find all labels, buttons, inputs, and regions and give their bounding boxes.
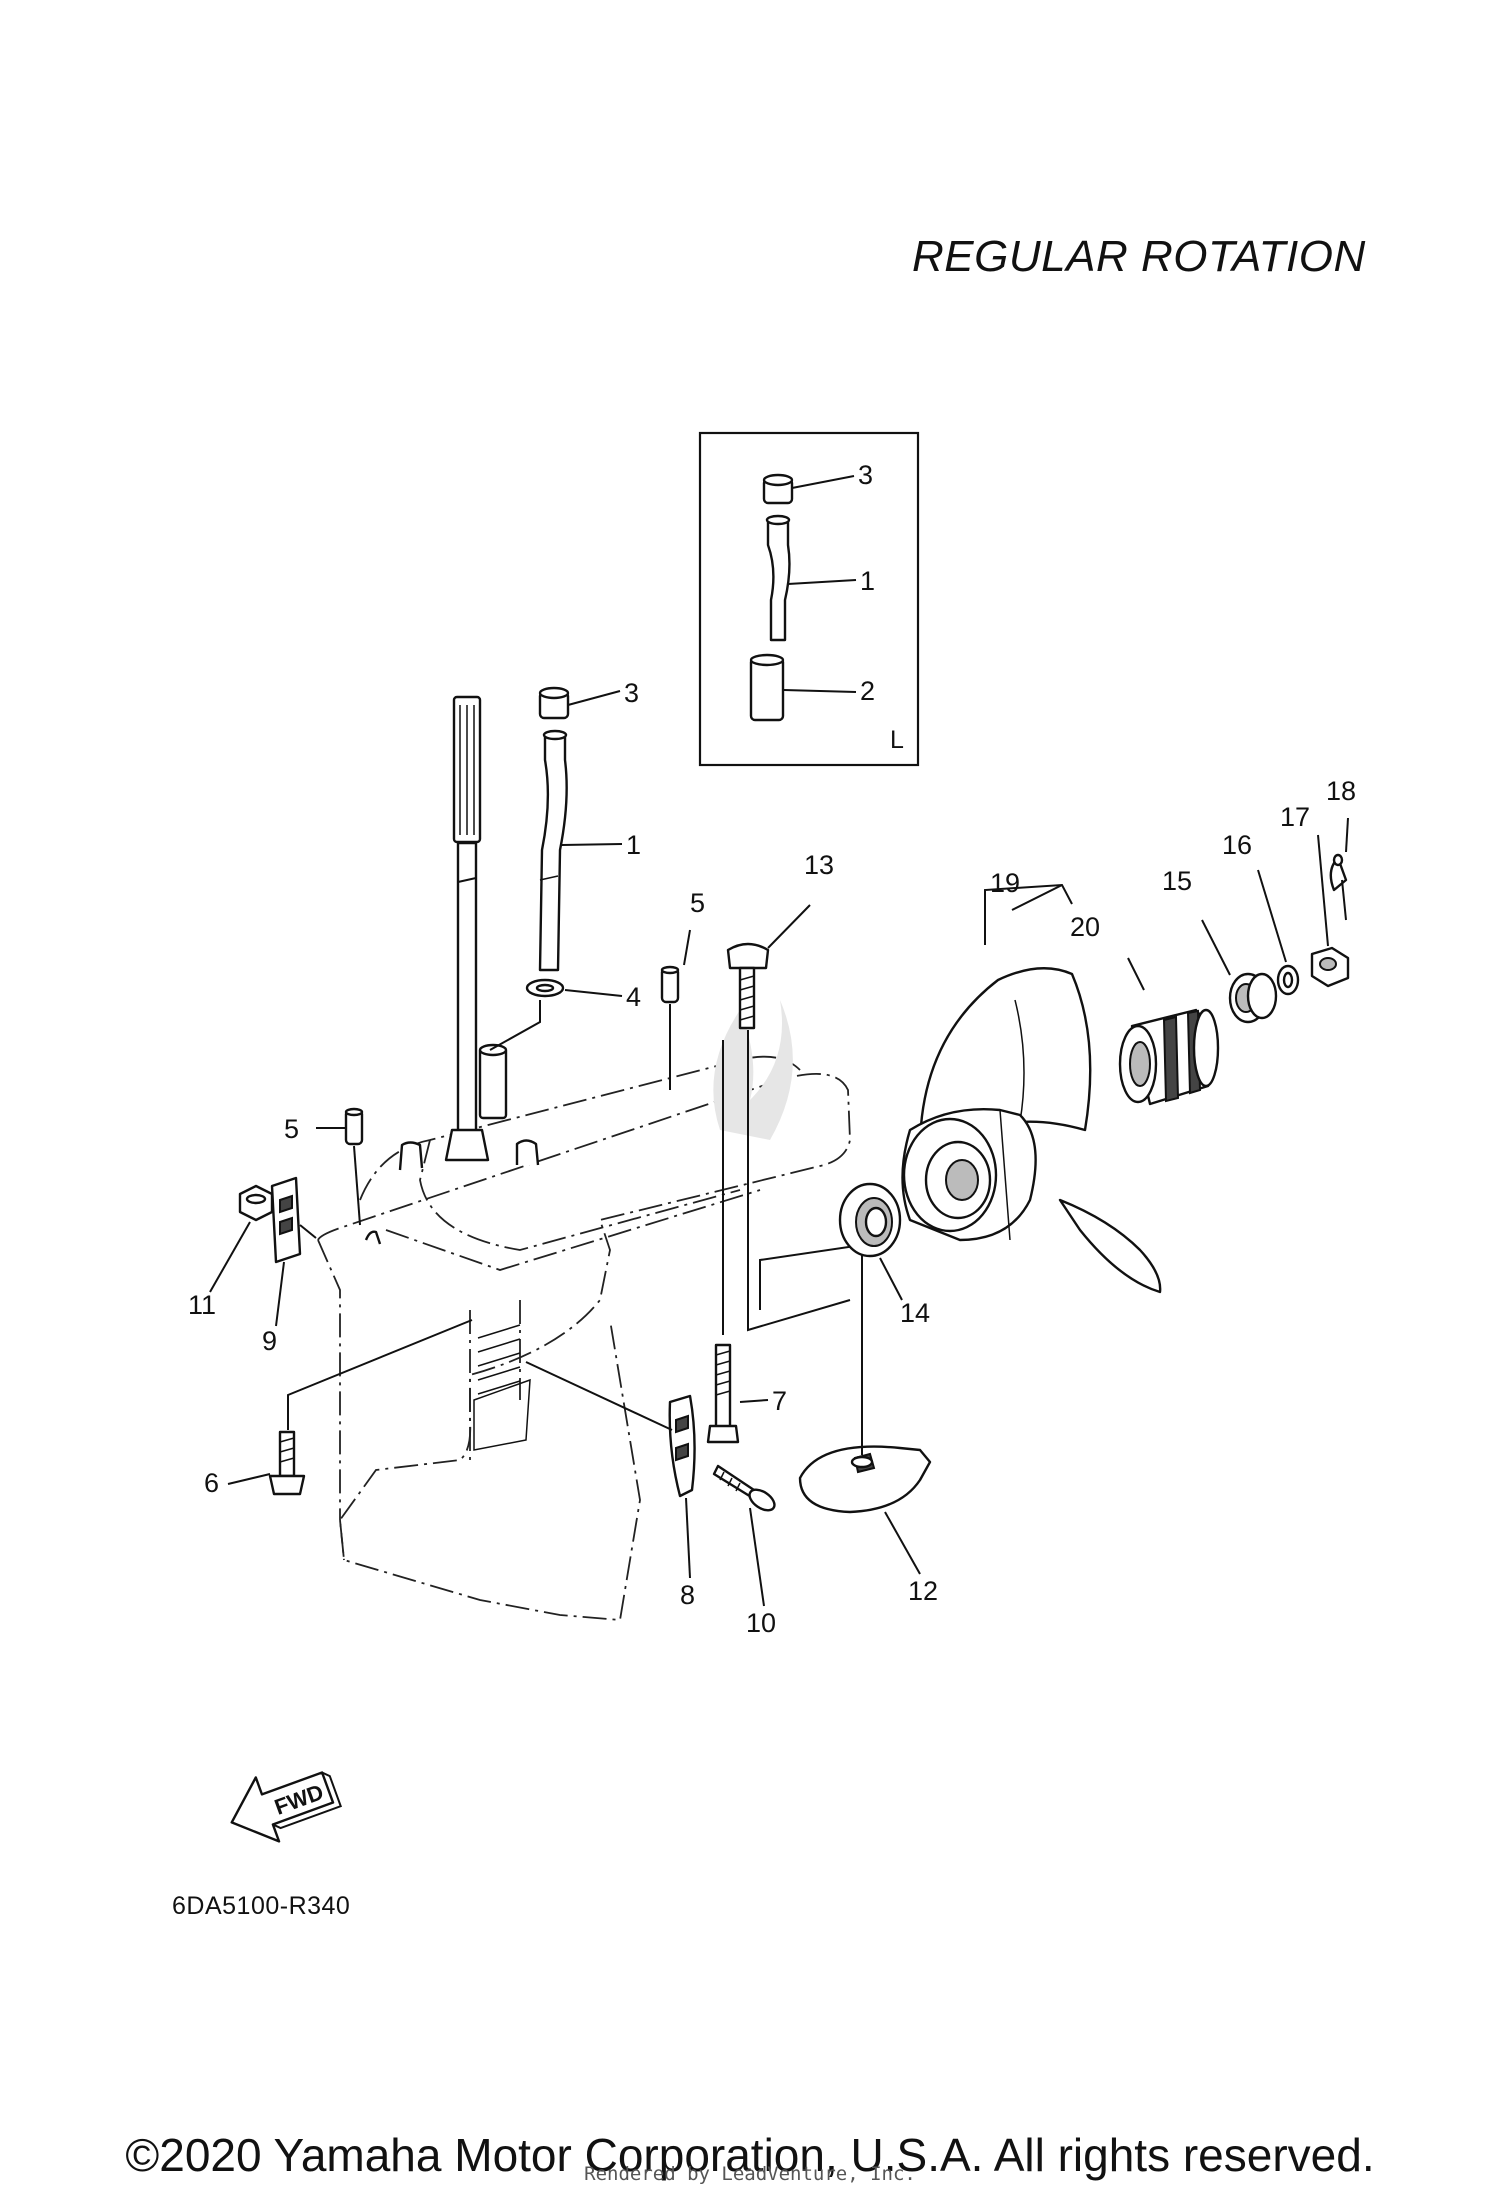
part-13-bolt	[726, 942, 770, 1030]
part-19-propeller	[901, 967, 1162, 1294]
callout-5-lower: 5	[284, 1114, 299, 1144]
callout-3-inset: 3	[858, 460, 873, 490]
callout-4: 4	[626, 982, 641, 1012]
callout-6: 6	[204, 1468, 219, 1498]
rendered-by-credit: Rendered by LeadVenture, Inc.	[584, 2163, 916, 2185]
callout-1-inset: 1	[860, 566, 875, 596]
callout-16: 16	[1222, 830, 1252, 860]
callout-14: 14	[900, 1298, 930, 1328]
housing-tube-grommet	[478, 1043, 508, 1120]
part-5-pin-upper	[660, 965, 680, 1004]
part-16-washer	[1276, 964, 1300, 996]
callout-18: 18	[1326, 776, 1356, 806]
part-18-cotter-pin	[1329, 853, 1348, 892]
part-10-screw	[712, 1464, 776, 1512]
diagram-code: 6DA5100-R340	[172, 1892, 351, 1920]
part-17-nut	[1310, 946, 1350, 988]
callout-8: 8	[680, 1580, 695, 1610]
callout-13: 13	[804, 850, 834, 880]
inset-label: L	[890, 726, 904, 754]
inset-box: L	[698, 431, 920, 767]
callout-3: 3	[624, 678, 639, 708]
fwd-arrow: FWD	[230, 1771, 343, 1843]
part-7-bolt	[706, 1343, 740, 1444]
callout-11: 11	[188, 1290, 216, 1320]
part-11-nut	[238, 1184, 274, 1222]
callout-19: 19	[990, 868, 1020, 898]
copyright-notice: ©2020 Yamaha Motor Corporation, U.S.A. A…	[125, 2129, 1375, 2181]
lower-casing-outline	[317, 1000, 851, 1621]
part-20-bushing	[1118, 1008, 1220, 1106]
page-title: REGULAR ROTATION	[912, 232, 1366, 281]
callout-20: 20	[1070, 912, 1100, 942]
watermark-flame	[713, 1000, 793, 1140]
drive-shaft	[444, 695, 490, 1162]
inset-part-grommet	[749, 653, 785, 722]
callout-7: 7	[772, 1386, 787, 1416]
part-8-anode	[668, 1394, 696, 1498]
callout-12: 12	[908, 1576, 938, 1606]
inset-part-tube	[766, 518, 791, 642]
callout-15: 15	[1162, 866, 1192, 896]
part-3-collar	[538, 686, 570, 720]
callout-2-inset: 2	[860, 676, 875, 706]
callout-1: 1	[626, 830, 641, 860]
part-5-pin-lower	[344, 1107, 364, 1146]
callout-labels: 3 1 2 3 1 4 5 5 13 11 9 6 7 8 10 12 14 1…	[188, 460, 1356, 1638]
callout-17: 17	[1280, 802, 1310, 832]
callout-5-upper: 5	[690, 888, 705, 918]
callout-9: 9	[262, 1326, 277, 1356]
callout-10: 10	[746, 1608, 776, 1638]
water-intake-grill	[473, 1324, 531, 1451]
part-14-thrust-washer	[838, 1182, 902, 1258]
part-12-anode-plate	[798, 1445, 932, 1514]
part-15-spacer	[1228, 972, 1278, 1024]
inset-part-collar	[762, 473, 794, 505]
part-9-clip	[270, 1176, 302, 1264]
part-1-water-tube	[538, 733, 568, 972]
part-6-bolt	[268, 1430, 306, 1496]
part-4-seal	[525, 978, 565, 998]
